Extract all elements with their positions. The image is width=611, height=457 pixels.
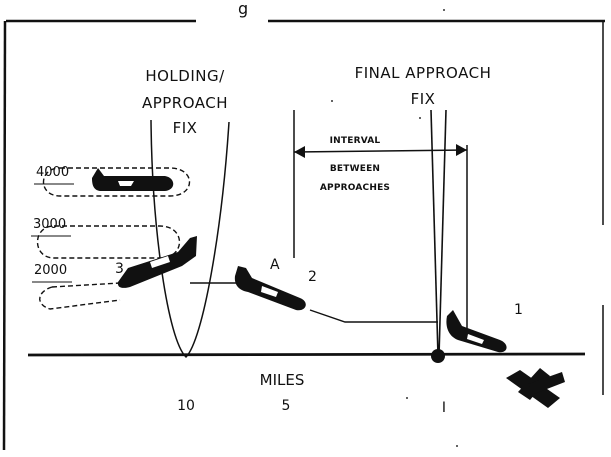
aircraft-label-a: A — [270, 257, 280, 273]
descent-path — [190, 282, 438, 323]
speck — [331, 100, 333, 102]
aircraft-icon — [117, 236, 197, 288]
aircraft-label-2: 2 — [308, 269, 317, 285]
interval-arrow-left — [294, 146, 305, 158]
mile-tick-1: I — [442, 400, 446, 416]
mile-tick-10: 10 — [177, 398, 195, 414]
interval-label-3: APPROACHES — [320, 183, 390, 193]
speck — [456, 445, 458, 447]
mile-tick-5: 5 — [282, 398, 291, 414]
miles-axis-label: MILES — [260, 371, 305, 389]
runway-icon — [506, 368, 565, 408]
final-fix-cone-right — [438, 109, 447, 357]
interval-label-1: INTERVAL — [330, 136, 381, 146]
altitude-label: 4000 — [36, 165, 69, 180]
holding-fix-label-2: APPROACH — [142, 94, 228, 112]
frame-left — [2, 20, 7, 451]
final-approach-label-2: FIX — [411, 90, 436, 108]
aircraft-icon — [234, 266, 306, 311]
final-fix-cone-left — [430, 109, 439, 357]
final-fix-marker — [431, 349, 445, 363]
interval-arrow-line — [293, 149, 468, 153]
header-fragment: g — [238, 0, 248, 18]
aircraft-icon — [446, 310, 507, 353]
speck — [419, 117, 421, 119]
holding-fix-label-3: FIX — [173, 119, 198, 137]
interval-label-2: BETWEEN — [330, 164, 380, 174]
ground-line — [27, 352, 586, 357]
altitude-label: 3000 — [33, 217, 66, 232]
speck — [443, 9, 445, 11]
holding-fix-cone — [150, 119, 230, 359]
aircraft-icon — [92, 168, 174, 191]
holding-pattern-4000 — [43, 167, 190, 197]
aircraft-label-3: 3 — [115, 261, 124, 277]
holding-pattern-2000 — [39, 282, 121, 310]
final-approach-label-1: FINAL APPROACH — [355, 64, 492, 82]
speck — [406, 397, 408, 399]
interval-arrow-right — [456, 144, 467, 156]
holding-fix-label-1: HOLDING/ — [145, 67, 225, 85]
altitude-label: 2000 — [34, 263, 67, 278]
aircraft-label-1: 1 — [514, 302, 523, 318]
